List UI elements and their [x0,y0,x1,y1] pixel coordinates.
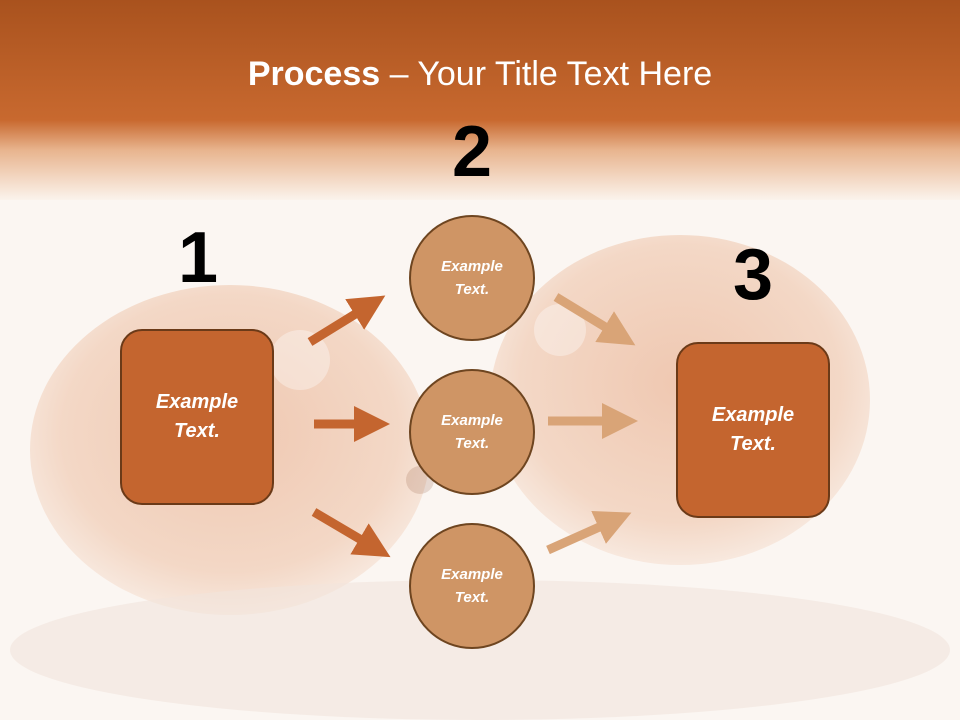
right-box: Example Text. [676,342,830,518]
arrow-bottom-to-right [546,510,632,555]
arrow-left-to-top [307,295,386,346]
title-bold: Process [247,55,381,93]
left-box: Example Text. [120,329,274,505]
left-box-text: Example Text. [155,391,239,442]
arrow-left-to-bottom [311,508,391,558]
step-number-1: 1 [177,218,219,298]
step-number-2: 2 [451,112,493,192]
right-box-text: Example Text. [711,404,795,455]
title-rest: Your Title Text Here [417,55,713,93]
circle-top: Example Text. [409,215,535,341]
circle-middle-text: Example Text. [441,412,503,452]
circle-middle: Example Text. [409,369,535,495]
circle-bottom-text: Example Text. [441,566,503,606]
arrow-top-to-right [553,293,636,346]
circle-top-text: Example Text. [441,258,503,298]
step-number-3: 3 [732,235,774,315]
header-band [0,0,960,200]
slide-title: Process – Your Title Text Here [0,52,960,96]
circle-bottom: Example Text. [409,523,535,649]
title-separator: – [380,55,418,93]
